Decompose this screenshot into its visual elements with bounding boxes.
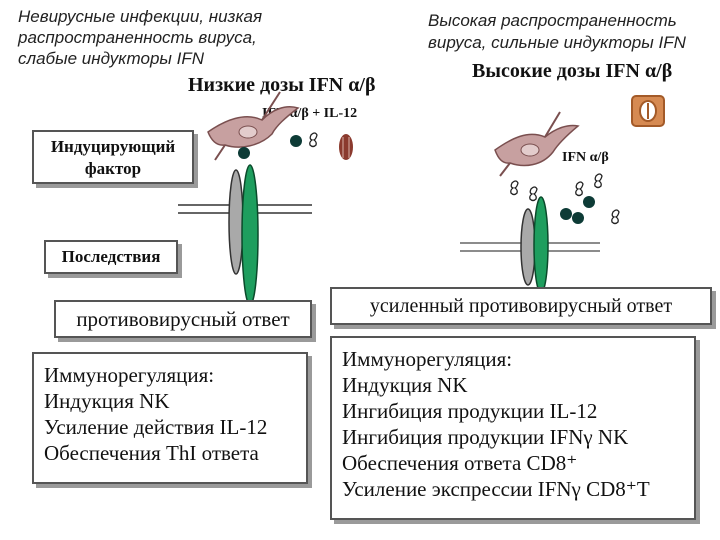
left-caption-line: Невирусные инфекции, низкая <box>18 7 263 26</box>
left-caption-line: слабые индукторы IFN <box>18 49 205 68</box>
right-caption-line: вируса, сильные индукторы IFN <box>428 33 686 52</box>
right-effect-item: Усиление экспрессии IFNγ CD8⁺T <box>342 477 650 501</box>
consequences-label: Последствия <box>61 247 161 266</box>
right-dose-header: Высокие дозы IFN α/β <box>472 60 673 82</box>
inducing-factor-box: Индуцирующий фактор <box>32 130 194 184</box>
right-effect-item: Индукция NK <box>342 373 468 397</box>
left-producing-cell <box>207 91 300 161</box>
right-ifn-molecules <box>510 173 620 225</box>
inducing-factor-line: Индуцирующий <box>50 137 176 156</box>
left-effect-item: Усиление действия IL-12 <box>44 415 268 439</box>
right-inducer-icon <box>631 95 665 127</box>
right-dark-molecules <box>560 196 595 224</box>
right-response-box: усиленный противовирусный ответ <box>330 287 712 325</box>
left-effect-item: Индукция NK <box>44 389 170 413</box>
left-il12-molecule <box>238 147 250 159</box>
right-signal-label: IFN α/β <box>562 150 609 165</box>
right-caption-line: Высокая распространенность <box>428 11 677 30</box>
left-response-label: противовирусный ответ <box>76 307 290 331</box>
left-il12-molecule <box>290 135 302 147</box>
right-response-label: усиленный противовирусный ответ <box>369 295 673 317</box>
right-caption: Высокая распространенность вируса, сильн… <box>428 10 686 54</box>
right-effect-item: Иммунорегуляция: <box>342 347 513 371</box>
left-caption: Невирусные инфекции, низкая распростране… <box>18 6 262 69</box>
left-effect-item: Иммунорегуляция: <box>44 363 215 387</box>
right-effect-item: Ингибиция продукции IL-12 <box>342 399 598 423</box>
left-effects-box: Иммунорегуляция: Индукция NK Усиление де… <box>32 352 308 484</box>
right-receptor <box>520 196 549 294</box>
left-ifn-molecule <box>309 132 318 148</box>
right-effect-item: Ингибиция продукции IFNγ NK <box>342 425 629 449</box>
right-effects-box: Иммунорегуляция: Индукция NK Ингибиция п… <box>330 336 696 520</box>
left-response-box: противовирусный ответ <box>54 300 312 338</box>
left-receptor <box>228 164 259 306</box>
right-effect-item: Обеспечения ответа CD8⁺ <box>342 451 578 475</box>
inducing-factor-line: фактор <box>84 159 142 178</box>
left-caption-line: распространенность вируса, <box>18 28 257 47</box>
left-inducer-icon <box>339 134 353 160</box>
left-dose-header: Низкие дозы IFN α/β <box>188 74 376 96</box>
consequences-box: Последствия <box>44 240 178 274</box>
right-producing-cell <box>494 111 580 177</box>
left-effect-item: Обеспечения ThI ответа <box>44 441 259 465</box>
